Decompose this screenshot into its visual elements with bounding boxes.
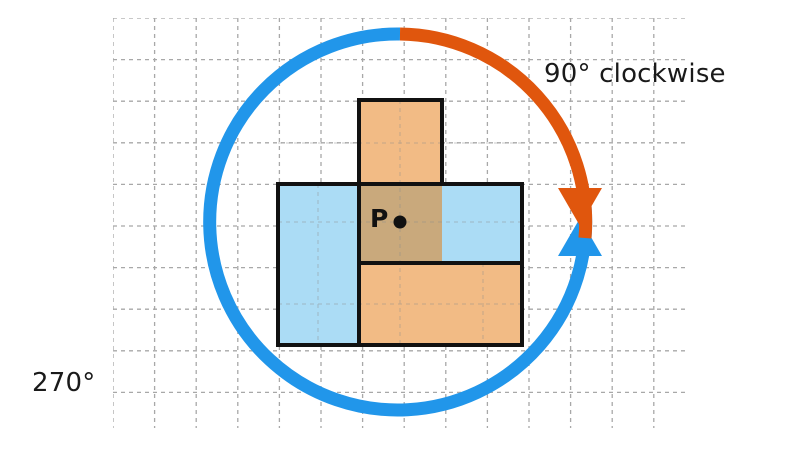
orange-top-stem xyxy=(359,100,442,184)
clockwise-arrowhead xyxy=(558,188,602,226)
shape-outlines xyxy=(276,98,524,347)
orange-bottom-block xyxy=(359,263,522,345)
anticlockwise-arc xyxy=(203,27,593,417)
anticlockwise-label-line1: 270° xyxy=(32,367,96,398)
blue-polygon-outline xyxy=(276,182,524,347)
clockwise-label: 90° clockwise xyxy=(544,59,726,89)
blue-left-block xyxy=(278,184,359,345)
point-p-dot xyxy=(393,215,407,229)
blue-right-square xyxy=(442,184,522,263)
point-p-label: P xyxy=(370,204,389,233)
anticlockwise-label: 270° anti-clockwise xyxy=(32,300,219,450)
